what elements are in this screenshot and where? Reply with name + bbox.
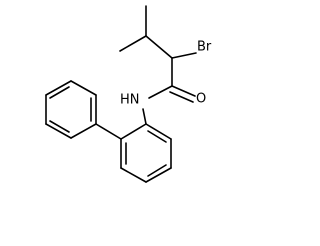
bond-ring1-e [70,80,97,96]
bond-biaryl [95,123,122,140]
bond-ring1-b [45,123,72,139]
bond-carbonyl-o-1 [171,85,196,97]
bond-ring1-d [45,80,72,96]
bond-ring2-inner-3 [147,130,167,143]
bond-carbonyl-n [148,85,173,99]
bond-ring2-c [120,167,147,183]
amide-nh-label: HN [120,93,140,108]
bond-ring2-inner-2 [147,164,167,177]
bond-n-aryl [142,108,147,125]
oxygen-label: O [196,92,206,107]
bond-ring1-a [70,123,97,139]
bond-ring1-inner-2 [49,86,70,99]
bond-isopropyl-to-calpha [145,35,173,59]
bond-methyl-left [119,35,147,52]
structure-diagram: Br O HN [45,5,212,183]
bond-carbonyl-o-2 [169,91,194,103]
bond-ring2-f [145,123,172,140]
bond-ring2-d [145,167,172,183]
bond-ring1-inner-1 [49,120,70,133]
bromine-label: Br [197,40,212,55]
bond-calpha-br [171,52,197,59]
bond-ring2-a [120,123,147,140]
